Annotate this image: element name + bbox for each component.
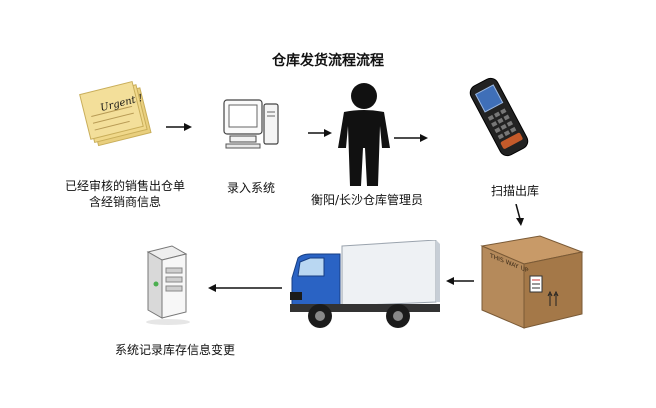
barcode-scanner-icon (458, 74, 540, 160)
diagram-title: 仓库发货流程流程 (272, 53, 384, 69)
arrow-down (512, 204, 526, 226)
arrow-left (208, 283, 282, 293)
order-label-line1: 已经审核的销售出仓单 (64, 179, 185, 193)
truck-icon (286, 240, 442, 332)
arrow-right (166, 122, 192, 132)
server-icon (128, 244, 210, 328)
entry-label: 录入系统 (226, 181, 275, 195)
cardboard-box-icon: THIS WAY UP (476, 232, 588, 332)
order-label-line2: 含经销商信息 (88, 195, 161, 209)
sticky-notes-icon: Urgent ! (78, 80, 158, 152)
arrow-right (394, 133, 428, 143)
order-label: 已经审核的销售出仓单 含经销商信息 (60, 178, 190, 210)
update-label: 系统记录库存信息变更 (114, 343, 235, 357)
arrow-left (446, 276, 474, 286)
manager-label: 衡阳/长沙仓库管理员 (310, 193, 424, 207)
scan-label: 扫描出库 (490, 184, 539, 198)
computer-icon (220, 96, 282, 150)
arrow-right (308, 128, 332, 138)
person-icon (334, 82, 394, 186)
